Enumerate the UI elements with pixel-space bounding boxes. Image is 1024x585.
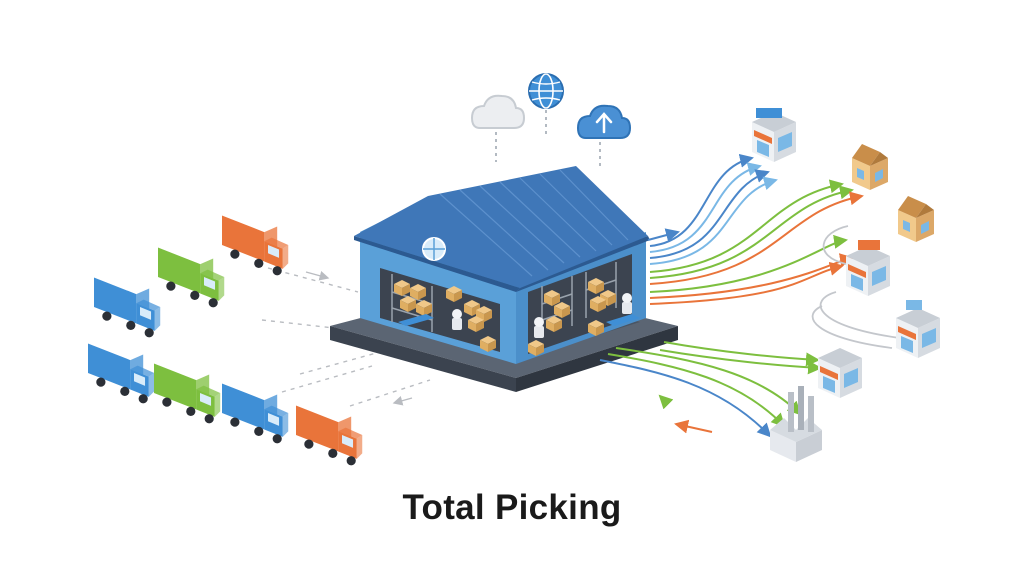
cloud-upload-icon <box>576 104 632 168</box>
outbound-flows-top <box>647 153 864 305</box>
outbound-flows-bottom <box>599 341 822 438</box>
truck <box>94 272 161 338</box>
truck <box>88 338 155 404</box>
store-building <box>846 240 890 296</box>
truck <box>222 210 289 276</box>
store-building <box>818 348 862 398</box>
factory-building <box>770 386 822 462</box>
store-building <box>752 108 796 162</box>
globe-icon <box>528 73 564 138</box>
truck <box>154 358 221 424</box>
house-building <box>898 196 934 242</box>
house-building <box>852 144 888 190</box>
cloud-icon <box>470 94 526 162</box>
warehouse <box>330 166 678 392</box>
picking-robot <box>452 293 632 338</box>
store-building <box>896 300 940 358</box>
gray-return-flows <box>811 225 901 349</box>
diagram-caption: Total Picking <box>402 488 622 527</box>
truck <box>296 400 363 466</box>
truck <box>158 242 225 308</box>
truck <box>222 378 289 444</box>
